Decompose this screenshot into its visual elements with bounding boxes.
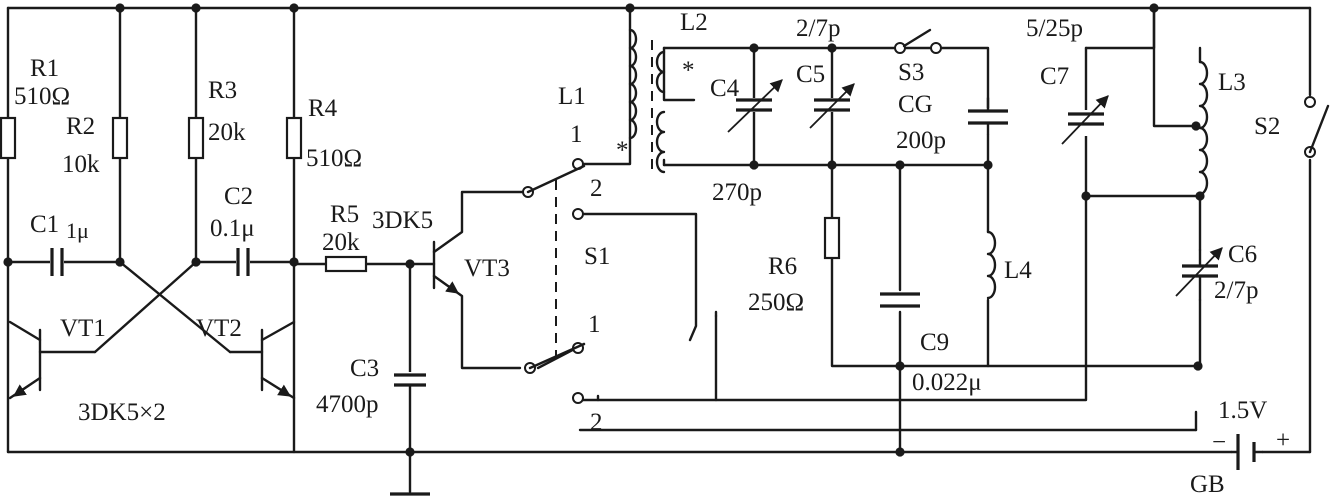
label-l2: L2 bbox=[680, 9, 708, 36]
capacitor-c3 bbox=[394, 372, 426, 387]
label-l4: L4 bbox=[1004, 257, 1032, 284]
label-r6-value: 250Ω bbox=[748, 289, 804, 316]
switch-s2 bbox=[1304, 96, 1330, 158]
resistor-r2 bbox=[111, 116, 129, 160]
label-l1: L1 bbox=[558, 83, 586, 110]
label-gb-plus: + bbox=[1276, 427, 1290, 454]
label-vt2: VT2 bbox=[196, 315, 242, 342]
labels: R1 510Ω R2 10k R3 20k R4 510Ω C1 1μ C2 0… bbox=[14, 9, 1290, 498]
inductor-l1 bbox=[628, 28, 653, 170]
resistor-r1 bbox=[0, 116, 17, 160]
label-c5: C5 bbox=[796, 61, 825, 88]
label-cg-value: 200p bbox=[896, 127, 946, 154]
label-c9: C9 bbox=[920, 329, 949, 356]
switch-s3 bbox=[894, 28, 942, 54]
label-c4: C4 bbox=[710, 75, 740, 102]
label-c6-value: 2/7p bbox=[1214, 277, 1258, 304]
junctions bbox=[3, 3, 1205, 457]
transistor-vt3 bbox=[432, 240, 460, 294]
label-r3-value: 20k bbox=[208, 119, 246, 146]
label-vt1: VT1 bbox=[60, 315, 106, 342]
resistor-r6 bbox=[823, 216, 841, 260]
label-s1-pos2a: 2 bbox=[590, 175, 603, 202]
capacitor-c4 bbox=[727, 79, 783, 133]
label-s1-pos1b: 1 bbox=[588, 311, 601, 338]
label-s3: S3 bbox=[898, 59, 924, 86]
label-gb-voltage: 1.5V bbox=[1218, 397, 1267, 424]
label-vt3: VT3 bbox=[464, 255, 510, 282]
label-l3: L3 bbox=[1218, 69, 1246, 96]
label-s1: S1 bbox=[584, 243, 610, 270]
label-l2-star: * bbox=[682, 57, 695, 84]
label-s1-pos1a: 1 bbox=[570, 121, 583, 148]
label-c3-value: 4700p bbox=[316, 391, 379, 418]
inductor-l4 bbox=[986, 230, 997, 300]
resistor-r5 bbox=[324, 255, 368, 273]
label-vt3-type: 3DK5 bbox=[372, 207, 433, 234]
label-c7: C7 bbox=[1040, 63, 1069, 90]
label-r1: R1 bbox=[30, 55, 59, 82]
label-r3: R3 bbox=[208, 77, 237, 104]
inductor-l3 bbox=[1198, 60, 1209, 196]
capacitor-c9 bbox=[880, 292, 920, 308]
label-gb-minus: − bbox=[1212, 429, 1226, 456]
battery-gb bbox=[1230, 434, 1264, 470]
label-r5: R5 bbox=[330, 201, 359, 228]
capacitor-cg bbox=[968, 96, 1008, 136]
capacitor-c5 bbox=[809, 83, 855, 129]
label-r2-value: 10k bbox=[62, 151, 100, 178]
label-s1-pos2b: 2 bbox=[590, 409, 603, 436]
switch-s1 bbox=[522, 158, 586, 404]
transistor-vt2 bbox=[260, 320, 296, 397]
resistor-r3 bbox=[187, 116, 205, 160]
label-c9-value: 0.022μ bbox=[912, 369, 982, 396]
label-c7-value: 5/25p bbox=[1026, 15, 1083, 42]
label-c1: C1 bbox=[30, 211, 59, 238]
capacitor-c1 bbox=[50, 248, 64, 276]
label-c2: C2 bbox=[224, 183, 253, 210]
label-c2-value: 0.1μ bbox=[210, 215, 255, 242]
label-cg: CG bbox=[898, 91, 933, 118]
capacitor-c2 bbox=[236, 248, 250, 276]
label-c4-value: 270p bbox=[712, 179, 762, 206]
label-r1-value: 510Ω bbox=[14, 83, 70, 110]
label-r4-value: 510Ω bbox=[306, 145, 362, 172]
label-c3: C3 bbox=[350, 355, 379, 382]
inductor-l2 bbox=[655, 50, 666, 174]
resistor-r4 bbox=[285, 116, 303, 160]
label-l1-star: * bbox=[616, 137, 629, 164]
capacitor-c6 bbox=[1175, 247, 1223, 302]
label-r6: R6 bbox=[768, 253, 797, 280]
label-vt12-type: 3DK5×2 bbox=[78, 399, 166, 426]
label-c6: C6 bbox=[1228, 241, 1257, 268]
label-c5-value: 2/7p bbox=[796, 15, 840, 42]
label-s2: S2 bbox=[1254, 113, 1280, 140]
label-r4: R4 bbox=[308, 95, 338, 122]
label-c1-value: 1μ bbox=[66, 218, 89, 243]
capacitor-c7 bbox=[1061, 95, 1109, 145]
label-r5-value: 20k bbox=[322, 229, 360, 256]
label-gb: GB bbox=[1190, 471, 1225, 498]
wires bbox=[6, 6, 1312, 494]
label-r2: R2 bbox=[66, 113, 95, 140]
transistor-vt1 bbox=[8, 320, 42, 397]
